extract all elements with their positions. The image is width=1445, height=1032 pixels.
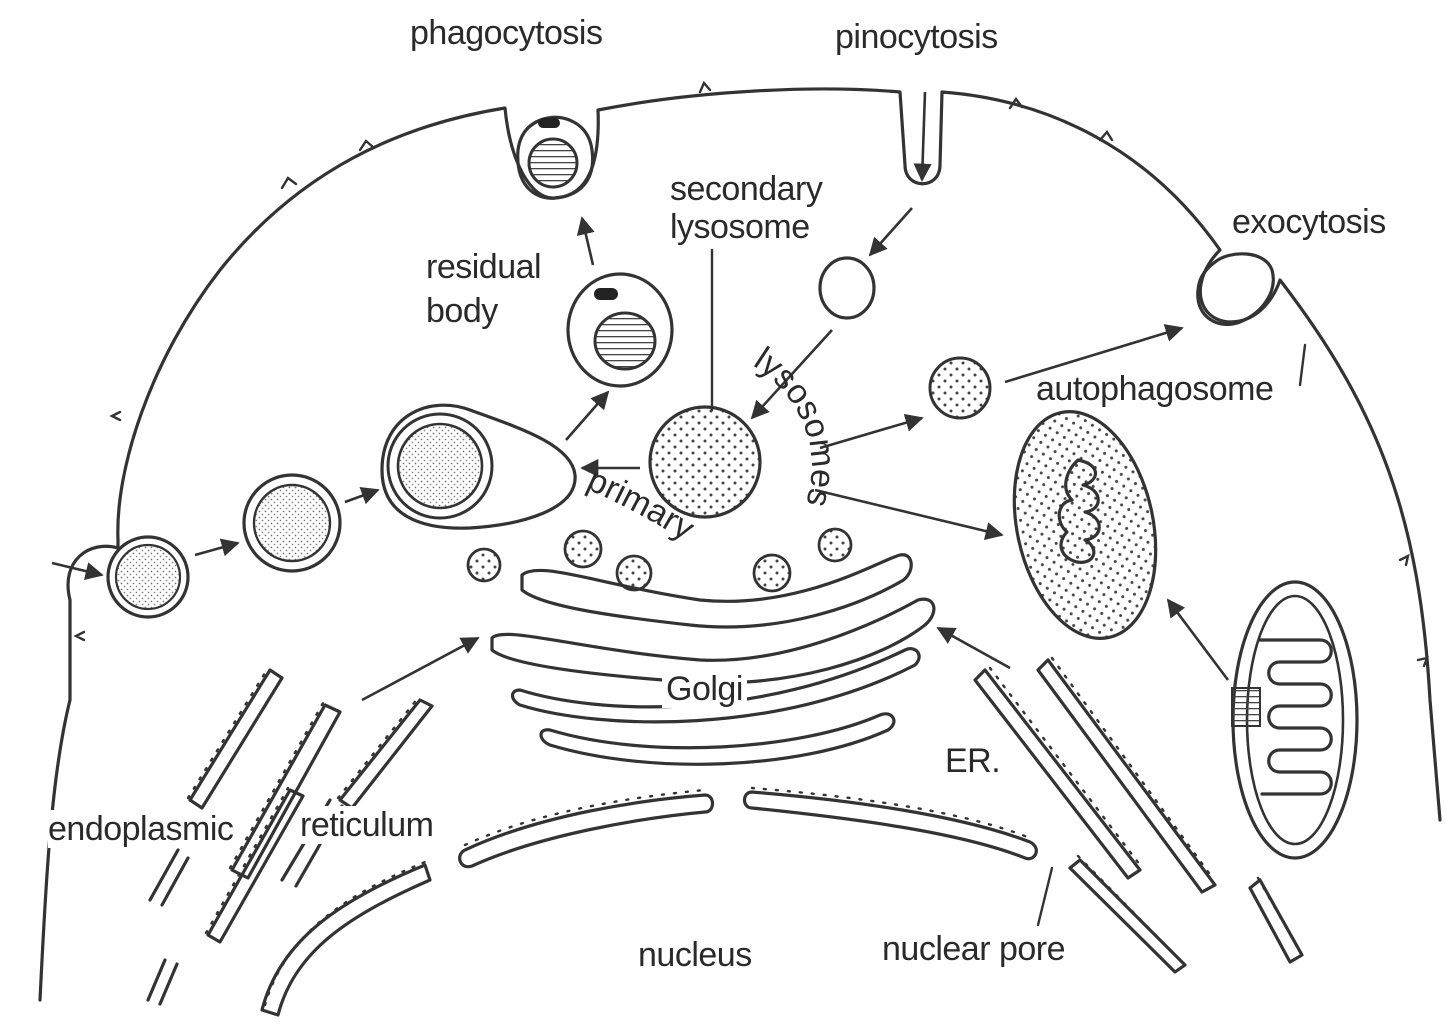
label-autophagosome: autophagosome xyxy=(1036,370,1273,408)
label-phagocytosis: phagocytosis xyxy=(410,14,602,52)
primary-lysosome-5 xyxy=(819,529,851,561)
label-golgi: Golgi xyxy=(662,670,747,708)
label-pinocytosis: pinocytosis xyxy=(835,18,998,56)
label-er: ER. xyxy=(945,742,1000,780)
label-secondary-lysosome: secondary lysosome xyxy=(670,170,870,246)
label-reticulum: reticulum xyxy=(300,806,433,844)
exocytic-vesicle xyxy=(930,358,990,418)
golgi-apparatus xyxy=(492,555,934,765)
label-nuclear-pore: nuclear pore xyxy=(882,930,1065,968)
label-residual-body: residual body xyxy=(426,245,576,333)
label-lysosomes: lysosomes xyxy=(748,340,843,511)
label-nucleus: nucleus xyxy=(638,936,752,974)
primary-lysosome-1 xyxy=(468,549,500,581)
primary-lysosome-4 xyxy=(754,555,790,591)
mitochondrion xyxy=(1232,582,1357,858)
nuclear-envelope xyxy=(460,788,1037,867)
label-endoplasmic: endoplasmic xyxy=(48,810,233,848)
phagocytosed-particle xyxy=(529,139,577,187)
label-exocytosis: exocytosis xyxy=(1232,203,1386,241)
pinocytotic-vesicle xyxy=(820,258,874,318)
primary-lysosome-2 xyxy=(565,531,601,567)
autophagosome-body xyxy=(995,398,1176,651)
